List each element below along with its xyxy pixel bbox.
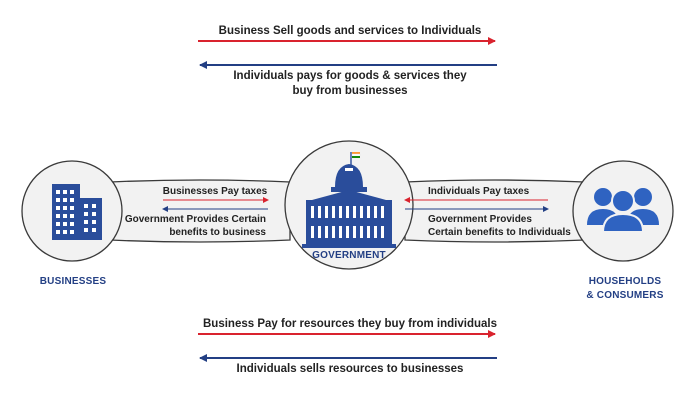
benefits-to-individuals-line1: Government Provides <box>428 214 532 225</box>
capitol-icon <box>302 152 396 248</box>
households-label-line2: & CONSUMERS <box>586 290 664 301</box>
benefits-to-individuals-line2: Certain benefits to Individuals <box>428 227 571 238</box>
flow-label-payment-line1: Individuals pays for goods & services th… <box>233 70 467 82</box>
businesses-label: BUSINESSES <box>39 276 107 287</box>
flow-label-payment-line2: buy from businesses <box>292 85 408 97</box>
people-icon <box>587 188 659 233</box>
benefits-to-business-line1: Government Provides Certain <box>124 214 266 225</box>
government-label: GOVERNMENT <box>312 250 386 261</box>
individual-taxes-label: Individuals Pay taxes <box>428 186 530 197</box>
business-taxes-label: Businesses Pay taxes <box>162 186 268 197</box>
flow-label-payment-for-resources: Business Pay for resources they buy from… <box>203 318 497 330</box>
households-label-line1: HOUSEHOLDS <box>588 276 662 287</box>
flow-label-resources-to-businesses: Individuals sells resources to businesse… <box>236 363 464 375</box>
flow-label-goods-to-individuals: Business Sell goods and services to Indi… <box>218 25 482 37</box>
benefits-to-business-line2: benefits to business <box>169 227 266 238</box>
buildings-icon <box>52 184 102 240</box>
left-connector <box>109 179 291 243</box>
